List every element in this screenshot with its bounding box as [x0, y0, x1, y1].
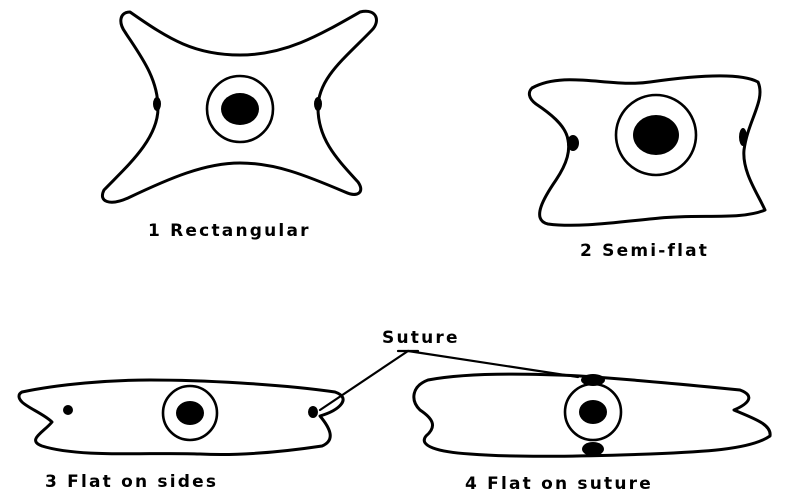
shape-flat-on-sides: 3 Flat on sides [19, 380, 343, 492]
rectangular-nucleus [221, 93, 259, 125]
flat-on-sides-left-dot [63, 405, 73, 415]
suture-label: Suture [382, 328, 460, 348]
flat-on-sides-nucleus [176, 401, 204, 425]
rectangular-right-dot [314, 97, 322, 111]
shape-semi-flat: 2 Semi-flat [529, 76, 765, 261]
caption-flat-on-suture: 4 Flat on suture [465, 474, 653, 494]
caption-rectangular: 1 Rectangular [148, 221, 311, 241]
flat-on-suture-bottom-dot [582, 442, 604, 456]
rectangular-left-dot [153, 97, 161, 111]
caption-semi-flat: 2 Semi-flat [580, 241, 709, 261]
semi-flat-right-dot [739, 128, 747, 146]
flat-on-sides-right-dot [308, 406, 318, 418]
semi-flat-nucleus [633, 115, 679, 155]
semi-flat-left-dot [567, 135, 579, 151]
suture-leader-left [320, 351, 408, 410]
flat-on-suture-nucleus [579, 400, 607, 424]
flat-on-suture-top-dot [581, 374, 605, 386]
shape-rectangular: 1 Rectangular [102, 11, 376, 241]
suture-annotation: Suture [320, 328, 578, 410]
shape-flat-on-suture: 4 Flat on suture [414, 374, 770, 494]
caption-flat-on-sides: 3 Flat on sides [45, 472, 218, 492]
